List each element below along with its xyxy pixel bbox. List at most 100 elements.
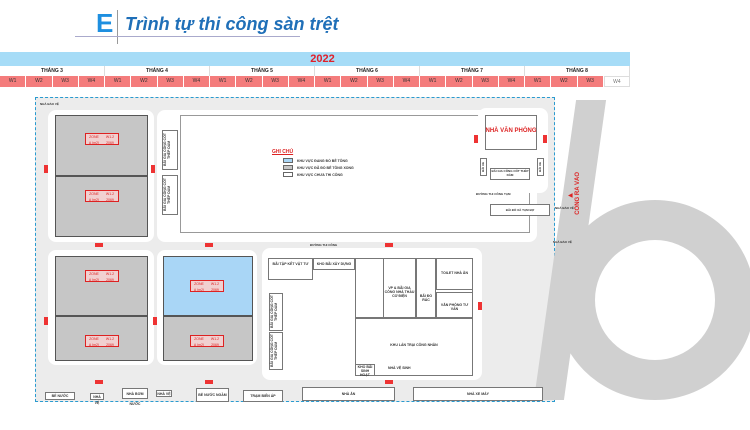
zone-tag-field: A (m2): [88, 141, 100, 145]
facility-b4: NHÀ VỆ: [156, 390, 172, 397]
gate-icon: [95, 380, 103, 384]
timeline-week: W1: [525, 76, 552, 87]
zone-tag-field: W1.2: [105, 337, 115, 341]
zone-building-active[interactable]: [163, 256, 253, 316]
worker-camp: KHU LÁN TRẠI CÔNG NHÂN: [355, 318, 473, 376]
canteen: TOILET NHÀ ĂN: [436, 258, 473, 290]
zone-tag-field: ZONE: [89, 192, 99, 196]
waste-area: BÃI ĐỔ XÀ TẠM BỢ: [490, 204, 550, 216]
office-building: [485, 115, 537, 150]
zone-tag-field: ZONE: [89, 272, 99, 276]
legend-swatch: [283, 172, 293, 177]
timeline-month: THÁNG 7: [420, 66, 525, 76]
zone-tag-field: A (m2): [88, 278, 100, 282]
title-underline: [75, 36, 300, 37]
zone-tag-field: A (m2): [88, 343, 100, 347]
timeline-week: W1: [0, 76, 27, 87]
road-center-label: ĐƯỜNG THI CÔNG: [310, 243, 338, 247]
timeline-week: W4: [78, 76, 105, 87]
toilet: NHÀ VỆ SINH: [388, 366, 411, 370]
consultant-office: VĂN PHÒNG TƯ VẤN: [436, 292, 473, 318]
zone-tag-field: 2069: [106, 198, 114, 202]
zone-tag-field: 2069: [106, 278, 114, 282]
zone-tag-field: ZONE: [89, 337, 99, 341]
facility-b2: NHÀ VỆ: [90, 393, 104, 405]
timeline-month: THÁNG 6: [315, 66, 420, 76]
legend-label: KHU VỰC CHƯA THI CÔNG: [297, 172, 343, 177]
timeline-week: W4: [393, 76, 420, 87]
legend-title: GHI CHÚ: [272, 149, 294, 155]
zone-tag-field: ZONE: [89, 135, 99, 139]
timeline-week: W4: [498, 76, 525, 87]
timeline-week: W1: [315, 76, 342, 87]
timeline-month: THÁNG 8: [525, 66, 630, 76]
timeline-week: W2: [551, 76, 578, 87]
timeline-week: W2: [26, 76, 53, 87]
store-2: KHO BÃI SINH HOẠT: [355, 364, 375, 377]
zone-tag-field: ZONE: [194, 282, 204, 286]
zone-tag-field: A (m2): [193, 343, 205, 347]
zone-tag-field: A (m2): [193, 288, 205, 292]
waste-2: BÃI ĐỔ RÁC: [416, 258, 436, 318]
parking-2: BÃI XE: [537, 158, 544, 176]
zone-tag-field: W1.2: [105, 192, 115, 196]
timeline-week: W3: [577, 76, 604, 87]
gate-icon: [151, 165, 155, 173]
zone-building[interactable]: [55, 115, 148, 176]
zone-tag-field: 2069: [106, 141, 114, 145]
facility-b6: TRẠM BIẾN ÁP: [243, 390, 283, 402]
timeline-week: W2: [131, 76, 158, 87]
gate-icon: [478, 302, 482, 310]
timeline-month: THÁNG 3: [0, 66, 105, 76]
legend-label: KHU VỰC ĐANG ĐỔ BÊ TÔNG: [297, 158, 348, 163]
guard-right-2: NHÀ BẢO VỆ: [553, 240, 572, 244]
yard-left: BÃI GIA CÔNG CỐT THÉP DẦM: [162, 130, 178, 170]
timeline-week: W3: [52, 76, 79, 87]
reserved-area: [180, 115, 530, 233]
gate-icon: [44, 317, 48, 325]
gate-icon: [205, 243, 213, 247]
zone-tag: ZONE W1.2 A (m2) 2069: [85, 335, 119, 347]
timeline-week: W1: [210, 76, 237, 87]
page-title: Trình tự thi công sàn trệt: [125, 14, 339, 34]
title-divider: [117, 10, 118, 44]
office-label: NHÀ VĂN PHÒNG: [485, 128, 537, 134]
yard-right-2: BÃI GIA CÔNG CỐT THÉP DẦM: [269, 332, 283, 370]
yard-left-2: BÃI GIA CÔNG CỐT THÉP DẦM: [162, 175, 178, 215]
timeline-week: W1: [105, 76, 132, 87]
parking: BÃI XE: [480, 158, 487, 176]
contractor-office: VP & BÃI GIA CÔNG NHÀ THẦU CƠ ĐIỆN: [383, 258, 416, 318]
zone-tag-field: W1.2: [105, 135, 115, 139]
timeline-week: W2: [446, 76, 473, 87]
gate-icon: [543, 135, 547, 143]
legend-item: KHU VỰC ĐANG ĐỔ BÊ TÔNG: [283, 158, 354, 163]
timeline-week: W1: [420, 76, 447, 87]
zone-building[interactable]: [55, 256, 148, 316]
facility-b7: NHÀ ĂN: [302, 387, 395, 401]
legend-swatch: [283, 158, 293, 163]
zone-tag-field: 2069: [106, 343, 114, 347]
timeline-month: THÁNG 4: [105, 66, 210, 76]
timeline-week: W4: [288, 76, 315, 87]
store: KHO BÃI XÂY DỰNG: [313, 258, 355, 270]
guard-right: NHÀ BẢO VỆ: [555, 206, 574, 210]
roundabout-center: [595, 240, 715, 360]
legend-item: KHU VỰC CHƯA THI CÔNG: [283, 172, 354, 177]
legend-label: KHU VỰC ĐÃ ĐỔ BÊ TÔNG XONG: [297, 165, 354, 170]
timeline-year: 2022: [310, 53, 335, 65]
zone-building[interactable]: [163, 316, 253, 361]
office-yard: BÃI GIA CÔNG CỐT THÉP DẦM: [490, 168, 530, 180]
zone-tag-field: W1.2: [210, 282, 220, 286]
gate-icon: [95, 243, 103, 247]
road-label: ĐƯỜNG THI CÔNG TẠM: [476, 192, 511, 196]
zone-tag-field: W1.2: [210, 337, 220, 341]
material-yard: BÃI TẬP KẾT VẬT TƯ: [268, 258, 313, 280]
zone-building[interactable]: [55, 176, 148, 237]
facility-b1: BỂ NƯỚC: [45, 392, 75, 400]
zone-tag-field: 2069: [211, 343, 219, 347]
gate-icon: [153, 317, 157, 325]
timeline-month: THÁNG 5: [210, 66, 315, 76]
